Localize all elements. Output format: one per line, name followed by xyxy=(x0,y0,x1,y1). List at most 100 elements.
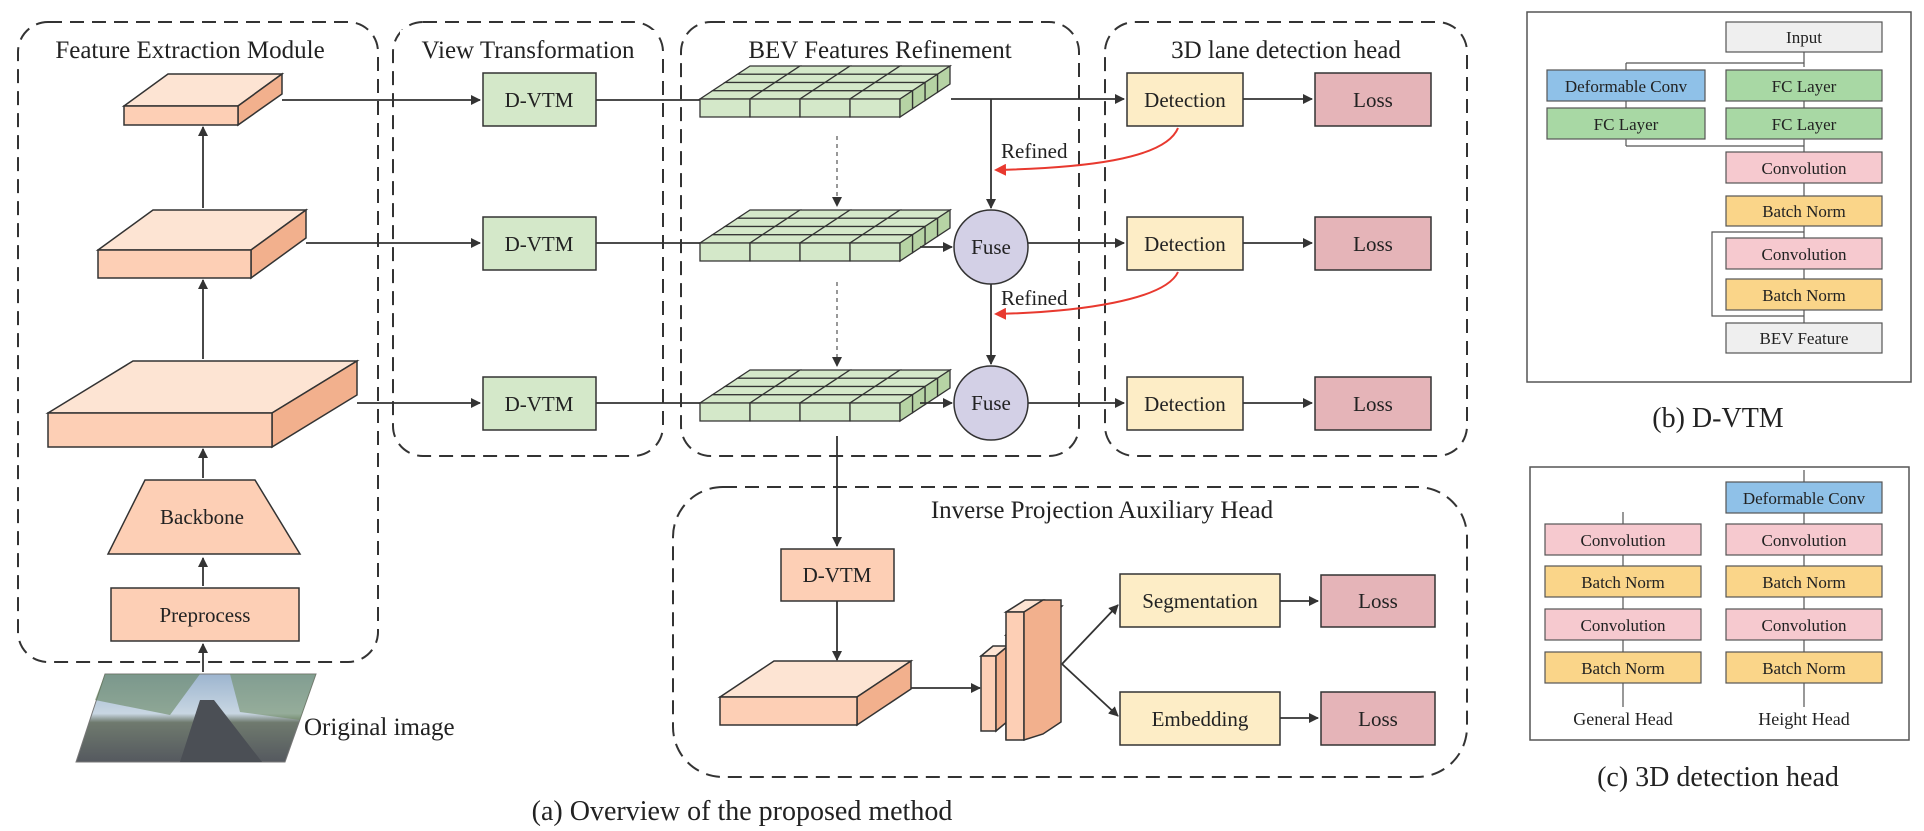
dvtm-batch-norm-label-2: Batch Norm xyxy=(1762,286,1846,305)
refined-label-2: Refined xyxy=(1001,286,1068,310)
caption-b: (b) D-VTM xyxy=(1652,403,1784,434)
dvtm-deformable-conv-label: Deformable Conv xyxy=(1565,77,1688,96)
lane-head-frame xyxy=(1104,21,1468,457)
general-batch-norm-box-1 xyxy=(1544,565,1702,598)
feature-slab-small xyxy=(121,72,285,127)
general-batch-norm-label-1: Batch Norm xyxy=(1581,573,1665,592)
dvtm-box-1 xyxy=(482,72,597,127)
dvtm-input-box xyxy=(1725,21,1883,53)
bev-side-cell xyxy=(899,393,914,423)
loss-box-3 xyxy=(1314,376,1432,431)
dvtm-batch-norm-label-1: Batch Norm xyxy=(1762,202,1846,221)
fuse-label-2: Fuse xyxy=(971,391,1011,415)
dvtm-detail-connectors xyxy=(1625,52,1805,323)
height-convolution-box-2 xyxy=(1725,608,1883,641)
loss-label-1: Loss xyxy=(1353,88,1393,112)
aux-loss-label-1: Loss xyxy=(1358,589,1398,613)
bev-refinement-title: BEV Features Refinement xyxy=(748,37,1011,64)
refined-arrow-2 xyxy=(994,271,1179,320)
detection-box-3 xyxy=(1126,376,1244,431)
dvtm-label-2: D-VTM xyxy=(505,232,574,256)
caption-c: (c) 3D detection head xyxy=(1597,762,1839,793)
aux-loss-box-1 xyxy=(1320,574,1436,628)
dvtm-label-1: D-VTM xyxy=(505,88,574,112)
aux-loss-box-2 xyxy=(1320,691,1436,746)
lane-head-title: 3D lane detection head xyxy=(1171,37,1401,64)
loss-box-1 xyxy=(1314,72,1432,127)
dvtm-batch-norm-box-1 xyxy=(1725,195,1883,227)
dvtm-box-3 xyxy=(482,376,597,431)
backbone-trapezoid xyxy=(106,479,302,555)
dvtm-input-label: Input xyxy=(1786,28,1822,47)
general-head-label: General Head xyxy=(1573,709,1672,729)
height-deformable-conv-label: Deformable Conv xyxy=(1743,489,1866,508)
general-batch-norm-label-2: Batch Norm xyxy=(1581,659,1665,678)
dvtm-fc-layer-label-1: FC Layer xyxy=(1772,77,1837,96)
bev-grid-2 xyxy=(697,208,953,263)
height-convolution-box-1 xyxy=(1725,523,1883,556)
dvtm-fc-layer-label-3: FC Layer xyxy=(1772,115,1837,134)
height-batch-norm-label-1: Batch Norm xyxy=(1762,573,1846,592)
bev-front-cell xyxy=(749,98,801,118)
general-convolution-label-1: Convolution xyxy=(1580,531,1666,550)
detection-label-1: Detection xyxy=(1144,88,1226,112)
general-convolution-box-1 xyxy=(1544,523,1702,556)
arrow-decoder-to-embedding xyxy=(1061,663,1119,717)
preprocess-box xyxy=(110,587,300,642)
aux-dvtm-label: D-VTM xyxy=(803,563,872,587)
dvtm-convolution-label-1: Convolution xyxy=(1761,159,1847,178)
height-head-label: Height Head xyxy=(1758,709,1849,729)
original-image xyxy=(75,673,317,763)
bev-refinement-frame xyxy=(680,21,1080,457)
bev-front-cell xyxy=(699,242,751,262)
loss-label-3: Loss xyxy=(1353,392,1393,416)
caption-a: (a) Overview of the proposed method xyxy=(532,796,953,827)
bev-grid-3 xyxy=(697,368,953,423)
view-transformation-frame xyxy=(392,21,664,457)
detection-label-3: Detection xyxy=(1144,392,1226,416)
preprocess-label: Preprocess xyxy=(160,603,251,627)
feature-slab-large xyxy=(45,359,360,449)
aux-dvtm-box xyxy=(780,548,895,602)
height-batch-norm-box-1 xyxy=(1725,565,1883,598)
bev-front-cell xyxy=(699,98,751,118)
bev-front-cell xyxy=(799,402,851,422)
bev-front-cell xyxy=(799,98,851,118)
height-convolution-label-1: Convolution xyxy=(1761,531,1847,550)
bev-front-cell xyxy=(799,242,851,262)
height-convolution-label-2: Convolution xyxy=(1761,616,1847,635)
dvtm-bev-feature-box xyxy=(1725,322,1883,354)
bev-front-cell xyxy=(849,98,901,118)
bev-side-cell xyxy=(899,233,914,263)
height-batch-norm-label-2: Batch Norm xyxy=(1762,659,1846,678)
arrow-decoder-to-segmentation xyxy=(1061,604,1119,665)
refined-label-1: Refined xyxy=(1001,139,1068,163)
loss-box-2 xyxy=(1314,216,1432,271)
height-batch-norm-box-2 xyxy=(1725,651,1883,684)
dvtm-label-3: D-VTM xyxy=(505,392,574,416)
original-image-label: Original image xyxy=(304,714,455,741)
general-convolution-box-2 xyxy=(1544,608,1702,641)
feature-slab-medium xyxy=(95,208,309,280)
dvtm-box-2 xyxy=(482,216,597,271)
dvtm-convolution-box-2 xyxy=(1725,237,1883,270)
dvtm-fc-layer-box-1 xyxy=(1725,69,1883,102)
dvtm-deformable-conv-box xyxy=(1546,69,1706,102)
bev-front-cell xyxy=(749,402,801,422)
segmentation-label: Segmentation xyxy=(1142,589,1258,613)
dvtm-convolution-label-2: Convolution xyxy=(1761,245,1847,264)
detection-label-2: Detection xyxy=(1144,232,1226,256)
inverse-projection-frame xyxy=(672,486,1468,778)
bev-grid-1 xyxy=(697,64,953,119)
general-convolution-label-2: Convolution xyxy=(1580,616,1666,635)
bev-side-cell xyxy=(899,89,914,119)
loss-label-2: Loss xyxy=(1353,232,1393,256)
general-batch-norm-box-2 xyxy=(1544,651,1702,684)
decoder-plate-large xyxy=(1003,599,1062,742)
height-deformable-conv-box xyxy=(1725,481,1883,514)
dvtm-fc-layer-box-3 xyxy=(1725,107,1883,140)
bev-front-cell xyxy=(849,402,901,422)
dvtm-fc-layer-box-2 xyxy=(1546,107,1706,140)
bev-front-cell xyxy=(749,242,801,262)
